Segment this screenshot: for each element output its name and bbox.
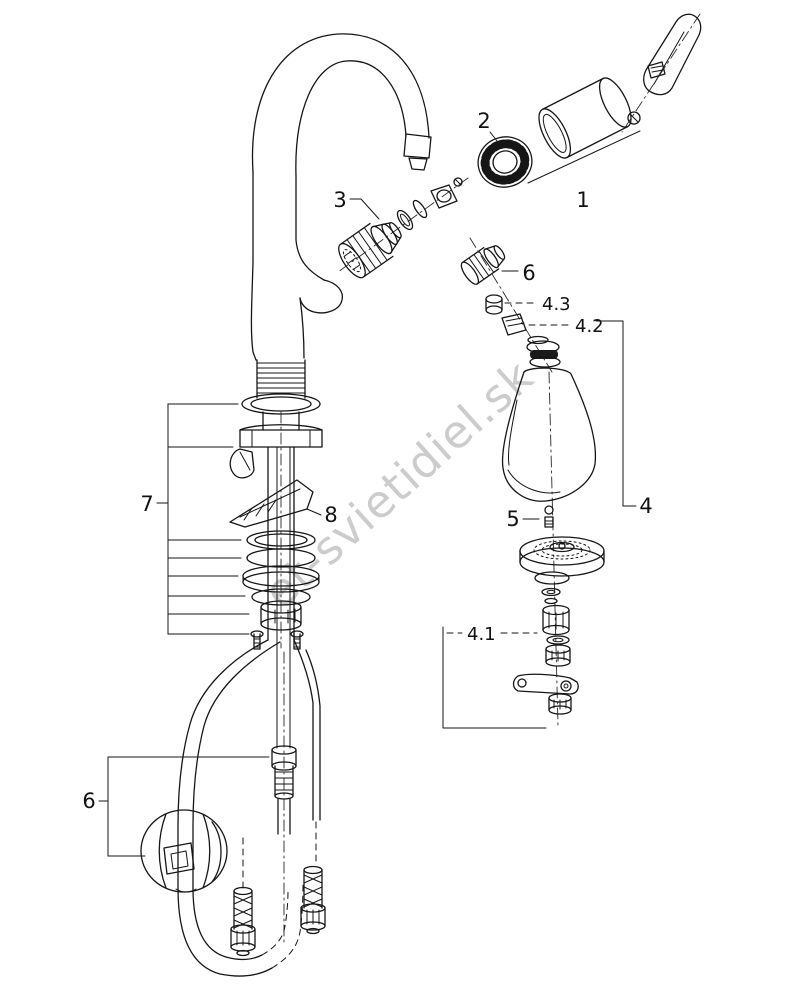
part-labels: 2 1 3 6 4.3 4.2 4 5 4.1 7 8 6 — [82, 109, 652, 813]
shank-column — [267, 411, 295, 946]
part-label-5: 5 — [506, 507, 519, 531]
aerator-small-parts — [337, 177, 469, 273]
check-valve-parts — [469, 237, 553, 373]
hose-weight — [140, 809, 228, 893]
part-label-4-1: 4.1 — [467, 624, 496, 645]
part-label-4: 4 — [639, 494, 652, 518]
hose-connector-upper — [460, 245, 506, 285]
supply-connector-right — [300, 865, 326, 935]
mounting-bracket-wedge — [229, 479, 314, 528]
supply-connector-left — [230, 886, 256, 957]
aerator-ring — [477, 136, 533, 188]
faucet-spout — [250, 33, 432, 361]
part-label-3: 3 — [333, 188, 346, 212]
threaded-shank — [229, 359, 323, 479]
part-label-7: 7 — [140, 492, 153, 516]
handle-lever — [621, 13, 702, 133]
hoses — [177, 639, 321, 977]
cartridge — [338, 221, 402, 279]
leader-lines — [98, 130, 641, 857]
part-label-4-2: 4.2 — [575, 316, 604, 337]
part-label-6-lower: 6 — [82, 789, 95, 813]
pullout-hose-connector — [271, 745, 297, 835]
spray-head-cone — [501, 335, 597, 727]
part-label-4-3: 4.3 — [542, 294, 571, 315]
spout-sleeve — [538, 77, 632, 159]
mounting-hardware-stack — [242, 530, 320, 650]
part-label-8: 8 — [324, 503, 337, 527]
part-label-2: 2 — [477, 109, 490, 133]
spray-face — [519, 536, 605, 585]
part-label-6-upper: 6 — [522, 261, 535, 285]
spray-screw — [544, 505, 554, 528]
spray-internals — [512, 587, 579, 715]
part-label-1: 1 — [576, 188, 589, 212]
